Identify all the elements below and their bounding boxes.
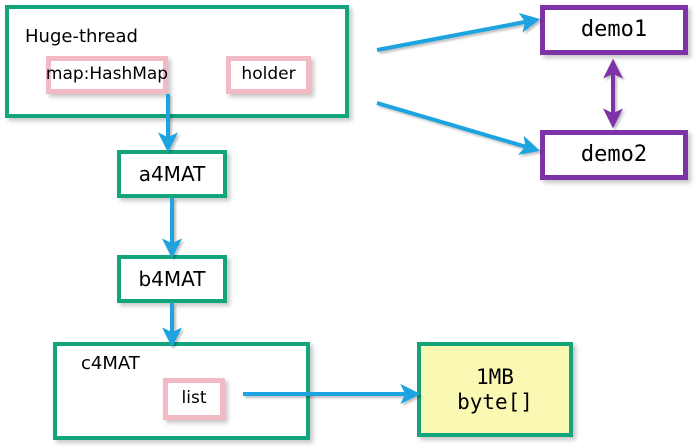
node-b4mat-label: b4MAT xyxy=(138,266,206,291)
node-a4mat[interactable]: a4MAT xyxy=(117,150,227,198)
edge-huge-thread-to-demo2 xyxy=(376,101,540,155)
node-a4mat-label: a4MAT xyxy=(138,161,206,186)
node-holder[interactable]: holder xyxy=(226,56,311,94)
node-byte-array[interactable]: 1MB byte[] xyxy=(417,342,573,437)
node-list-label: list xyxy=(181,388,207,409)
node-map-hashmap-label: map:HashMap xyxy=(45,64,169,85)
node-byte-array-label: 1MB byte[] xyxy=(457,365,533,414)
node-map-hashmap[interactable]: map:HashMap xyxy=(46,56,168,94)
node-demo1-label: demo1 xyxy=(580,17,648,43)
node-demo1[interactable]: demo1 xyxy=(540,5,688,55)
node-huge-thread-label: Huge-thread xyxy=(25,26,138,47)
node-demo2-label: demo2 xyxy=(580,142,648,168)
node-c4mat-label: c4MAT xyxy=(81,353,140,374)
node-demo2[interactable]: demo2 xyxy=(540,130,688,180)
node-holder-label: holder xyxy=(241,64,296,85)
node-b4mat[interactable]: b4MAT xyxy=(117,255,227,303)
edge-huge-thread-to-demo1 xyxy=(376,12,541,52)
node-list[interactable]: list xyxy=(163,378,225,420)
node-c4mat[interactable]: c4MAT xyxy=(53,342,310,440)
